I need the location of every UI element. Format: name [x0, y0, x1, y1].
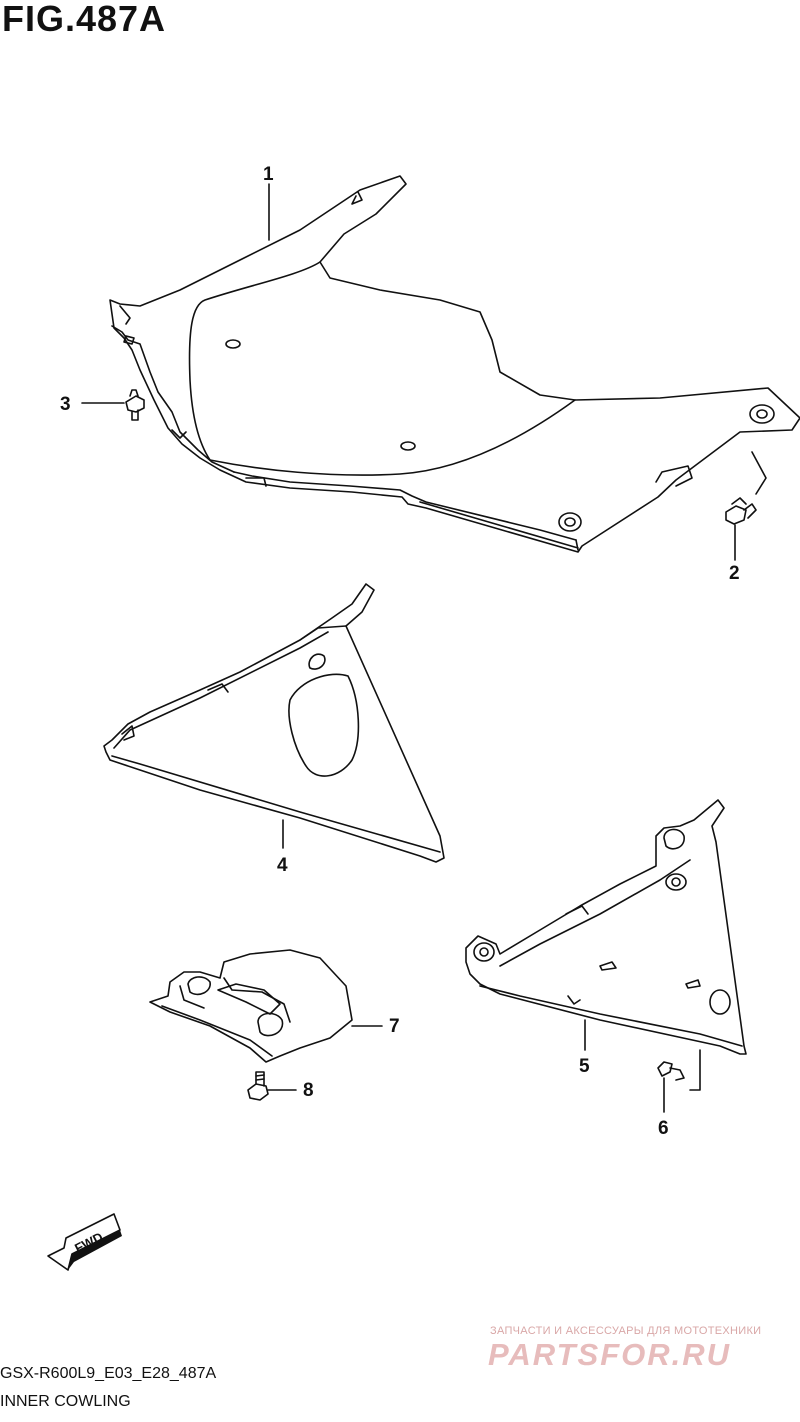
- figure-code: GSX-R600L9_E03_E28_487A: [0, 1365, 217, 1382]
- callout-3: 3: [60, 394, 71, 415]
- callout-2: 2: [729, 563, 740, 584]
- figure-name: INNER COWLING: [0, 1393, 131, 1410]
- callout-5: 5: [579, 1056, 590, 1077]
- part-3-clip: [125, 389, 145, 421]
- part-1-inner-cowling: [109, 175, 800, 553]
- watermark-logo: PARTSFOR.RU: [488, 1337, 732, 1372]
- part-4-inner-panel: [103, 583, 445, 863]
- callout-8: 8: [303, 1080, 314, 1101]
- leader-2b: [751, 451, 767, 495]
- part-6-clip: [657, 1061, 685, 1081]
- watermark-tagline: ЗАПЧАСТИ И АКСЕССУАРЫ ДЛЯ МОТОТЕХНИКИ: [490, 1325, 762, 1337]
- figure-title: FIG.487A: [2, 0, 167, 39]
- callout-4: 4: [277, 855, 288, 876]
- part-5-inner-panel: [465, 799, 747, 1055]
- part-2-clip: [725, 497, 757, 525]
- part-8-bolt: [247, 1071, 269, 1101]
- leader-6b: [689, 1049, 701, 1091]
- part-7-cover: [149, 949, 353, 1063]
- callout-6: 6: [658, 1118, 669, 1139]
- fwd-arrow-icon: FWD: [47, 1213, 122, 1271]
- callout-1: 1: [263, 164, 274, 185]
- callout-7: 7: [389, 1016, 400, 1037]
